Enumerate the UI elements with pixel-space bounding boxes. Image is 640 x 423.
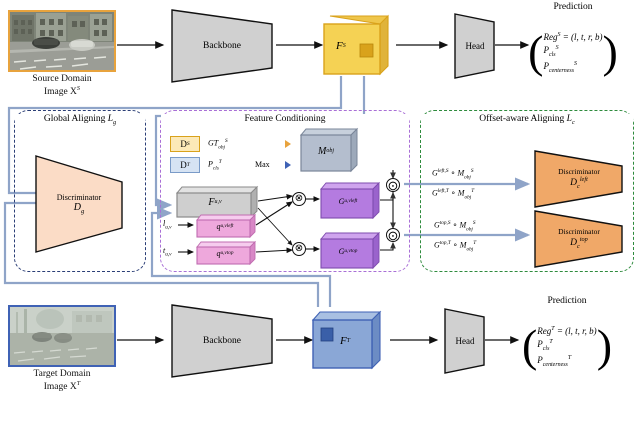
source-prediction-row-reg: RegS = (l, t, r, b)	[543, 31, 603, 42]
target-caption-line1: Target Domain	[33, 369, 91, 379]
offset-formula-top-target: Gtop,T ∘ MobjT	[434, 240, 477, 253]
target-domain-image	[8, 305, 116, 367]
legend-arrow-source-icon	[285, 140, 291, 148]
offset-discriminator-left: Discriminator Dcleft	[532, 148, 626, 210]
target-caption-sup: T	[76, 379, 81, 387]
target-backbone: Backbone	[168, 303, 276, 379]
source-caption-line1: Source Domain	[32, 74, 92, 84]
global-aligning-group: Global Aligning Lg	[14, 110, 146, 272]
multiply-operator-top: ⊗	[292, 242, 306, 256]
prediction-brace-left: (	[528, 26, 544, 78]
prediction-brace-right: )	[602, 26, 618, 78]
offset-formula-left-source: Gleft,S ∘ MobjS	[432, 168, 474, 181]
source-backbone: Backbone	[168, 8, 276, 84]
input-l-uv: lu,v	[163, 219, 172, 231]
source-caption-line2: Image X	[43, 86, 77, 97]
legend-arrow-target-icon	[285, 161, 291, 169]
source-domain-image	[8, 10, 116, 72]
target-prediction-row-centerness: PcenternessT	[537, 354, 572, 368]
target-prediction-brace-left: (	[521, 320, 538, 372]
source-caption-sup: S	[76, 84, 81, 92]
target-prediction-row-cls: PclsT	[537, 338, 553, 352]
target-domain-image-caption: Target Domain Image XT	[4, 369, 120, 392]
input-t-uv: tu,v	[163, 246, 172, 258]
target-head: Head	[442, 307, 488, 375]
source-prediction-row-centerness: PcenternessS	[543, 60, 577, 74]
source-domain-image-caption: Source Domain Image XS	[4, 74, 120, 97]
target-caption-line2: Image X	[43, 381, 77, 392]
target-prediction: Prediction ( RegT = (l, t, r, b) PclsT P…	[500, 296, 634, 384]
target-prediction-brace-right: )	[596, 320, 613, 372]
global-discriminator: Discriminator Dg	[32, 152, 126, 256]
source-prediction-title: Prediction	[553, 2, 593, 12]
feature-conditioning-title: Feature Conditioning	[161, 114, 409, 124]
source-prediction-row-cls: PclsS	[543, 44, 559, 58]
global-aligning-title: Global Aligning Lg	[15, 114, 145, 126]
hadamard-operator-left: ⊙	[386, 177, 400, 193]
offset-aligning-group: Offset-aware Aligning Lc	[420, 110, 634, 272]
offset-formula-top-source: Gtop,S ∘ MobjS	[434, 220, 476, 233]
source-head: Head	[452, 12, 498, 80]
feature-conditioning-group: Feature Conditioning	[160, 110, 410, 272]
multiply-operator-left: ⊗	[292, 192, 306, 206]
source-prediction: Prediction ( RegS = (l, t, r, b) PclsS P…	[508, 2, 638, 90]
legend-expr-p-cls: PclsT	[208, 159, 222, 172]
offset-aligning-title: Offset-aware Aligning Lc	[421, 114, 633, 126]
legend-expr-gt-obj: GTobjS	[208, 138, 228, 151]
offset-formula-left-target: Gleft,T ∘ MobjT	[432, 188, 475, 201]
target-prediction-row-reg: RegT = (l, t, r, b)	[537, 325, 597, 336]
offset-discriminator-top: Discriminator Dctop	[532, 208, 626, 270]
hadamard-operator-top: ⊙	[386, 227, 400, 243]
target-prediction-title: Prediction	[547, 296, 587, 306]
max-operator-label: Max	[255, 160, 270, 169]
